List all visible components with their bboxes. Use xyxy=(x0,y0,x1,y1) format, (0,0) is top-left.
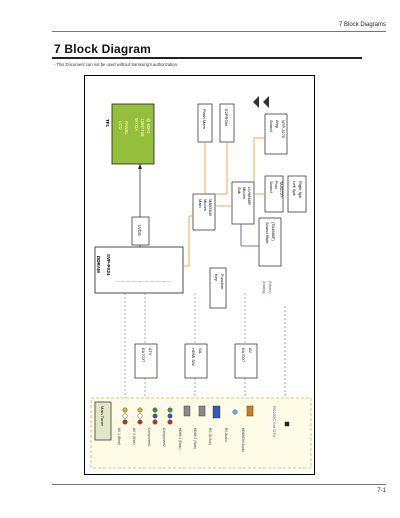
hdmi-sw-0: HDMI SW xyxy=(191,348,196,366)
mux-a-block xyxy=(134,343,158,379)
input-label-2: AV 2 (Side) xyxy=(132,428,136,445)
mux-b-1: AV xyxy=(248,348,253,353)
main-tuner-block xyxy=(94,401,112,441)
svg-text:———: ——— xyxy=(115,279,124,283)
lvds-block xyxy=(131,216,150,246)
lvds-label: LVDS xyxy=(137,225,142,236)
sub-micom-0: Sub xyxy=(237,187,242,195)
input-signal-lines xyxy=(124,293,286,398)
svg-text:———: ——— xyxy=(145,279,154,283)
input-label-7: PC (D-Sub) xyxy=(208,428,212,445)
footer-rule xyxy=(52,484,386,485)
sub-micom-2: LIV9866R xyxy=(247,187,252,205)
mux-a-1: ATV xyxy=(148,348,153,356)
mux-b-block xyxy=(234,343,258,379)
input-label-1: AV 1 (Rear) xyxy=(117,428,121,445)
connector-icons xyxy=(122,405,290,427)
lcd-label-0: LCD xyxy=(118,121,123,130)
svg-text:———: ——— xyxy=(121,279,130,283)
lcd-label-2: WXGA xyxy=(134,118,139,131)
mux-b-0: EA7037 xyxy=(241,348,246,363)
lcd-panel-block xyxy=(111,103,155,165)
page-number: 7-1 xyxy=(377,488,386,494)
key-0: Key xyxy=(214,274,219,281)
input-label-5: HDMI 1 (Rear) xyxy=(178,428,182,449)
sound-amp-block xyxy=(264,113,288,155)
svp-block xyxy=(94,246,184,294)
running-header: 7 Block Diagrams xyxy=(338,22,386,28)
flash-label: Flash Mem xyxy=(202,109,207,129)
sound-mute-block xyxy=(258,217,282,267)
key-function-block xyxy=(209,267,227,309)
sound-amp-2: NTP-3270 xyxy=(281,120,286,139)
speaker-1: Right Spk xyxy=(298,181,303,198)
blue-signal-lines xyxy=(240,224,259,247)
main-micom-0: Main xyxy=(198,199,203,208)
speaker-block xyxy=(287,175,307,213)
main-micom-2: MB95640 xyxy=(208,199,213,217)
input-label-4: Component2 xyxy=(162,428,166,447)
sound-mute-1: (TA4680F) xyxy=(271,222,276,241)
svg-text:———: ——— xyxy=(151,279,160,283)
arrow-head xyxy=(138,164,142,169)
main-micom-1: Micom xyxy=(203,199,208,211)
sound-amp-1: Amp xyxy=(275,120,280,129)
input-label-9: HDMI/DVI Audio xyxy=(241,428,245,452)
input-label-3: Component1 xyxy=(147,428,151,447)
hdmi-switch-block xyxy=(184,343,208,379)
control-buses xyxy=(183,137,265,267)
lcd-label-1: PANEL xyxy=(124,121,129,135)
eeprom-label: E2PROM xyxy=(224,109,229,126)
svg-text:———: ——— xyxy=(163,279,172,283)
main-micom-block xyxy=(192,193,216,231)
svg-text:———: ——— xyxy=(127,279,136,283)
svg-text:———: ——— xyxy=(139,279,148,283)
sound-amp-0: Sound xyxy=(269,120,274,132)
svp-label: SVP-PX24 xyxy=(106,254,111,276)
sound-proc-2: TAS5727 xyxy=(279,181,284,198)
sub-micom-1: Micom xyxy=(242,187,247,199)
svg-text:———: ——— xyxy=(133,279,142,283)
sound-proc-1: Proc xyxy=(274,181,279,189)
authorization-notice: - This Document can not be used without … xyxy=(54,62,179,67)
key-1: Function xyxy=(220,274,225,289)
lcd-label-3: 1366*768 xyxy=(140,118,145,137)
mux-a-0: EA7037 xyxy=(141,348,146,363)
hdmi-sw-1: SIL xyxy=(198,348,203,355)
analog-0: Analog xyxy=(262,281,267,293)
lcd-tag: TF1 xyxy=(105,119,110,127)
main-tuner-label: Main Tuner xyxy=(100,406,105,427)
speaker-icon xyxy=(253,96,269,108)
header-rule xyxy=(52,31,386,32)
ddram-label: DDRAM xyxy=(96,256,101,273)
svg-text:———: ——— xyxy=(157,279,166,283)
analog-1: (Mono) xyxy=(268,281,273,294)
sound-mute-0: Sound Mute xyxy=(265,222,270,244)
title-underline xyxy=(52,57,362,59)
block-diagram: TF1 LCD PANEL WXGA 1366*768 @ 60Hz LVDS … xyxy=(84,75,315,475)
lcd-label-4: @ 60Hz xyxy=(146,118,151,134)
page-title: 7 Block Diagram xyxy=(54,42,152,56)
rs232-label: RS232C For DTV xyxy=(272,406,277,438)
sub-micom-block xyxy=(231,181,255,225)
sound-proc-0: Sound xyxy=(269,181,274,193)
speaker-0: Left Spk xyxy=(292,181,297,196)
input-label-6: HDMI 2 (Side) xyxy=(193,428,197,449)
svp-pin-labels: ————————— ————————— ————————— xyxy=(115,279,172,283)
input-label-8: PC Audio xyxy=(224,428,228,442)
input-labels: AV 1 (Rear) AV 2 (Side) Component1 Compo… xyxy=(117,428,245,452)
